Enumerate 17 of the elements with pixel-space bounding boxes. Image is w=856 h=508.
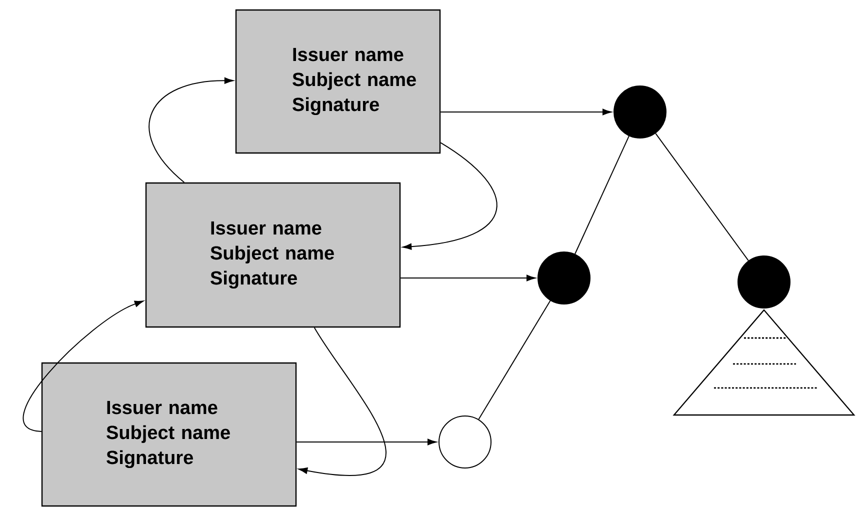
arrow [400, 274, 536, 282]
certificate-box: Issuer name Subject name Signature [41, 362, 297, 507]
certificate-box: Issuer name Subject name Signature [145, 182, 401, 328]
tree-branch [574, 136, 630, 254]
arrow [296, 438, 437, 446]
tree-node [538, 252, 590, 304]
tree-branch [655, 132, 749, 262]
leaf-node [438, 415, 492, 468]
arrow [298, 327, 386, 476]
arrow [148, 77, 234, 183]
certificate-box: Issuer name Subject name Signature [235, 9, 441, 154]
tree-node [614, 86, 666, 138]
arrow [440, 108, 612, 116]
tree-branch [478, 300, 551, 420]
arrow [402, 142, 497, 250]
tree-node [738, 256, 790, 308]
arrow [23, 300, 144, 432]
